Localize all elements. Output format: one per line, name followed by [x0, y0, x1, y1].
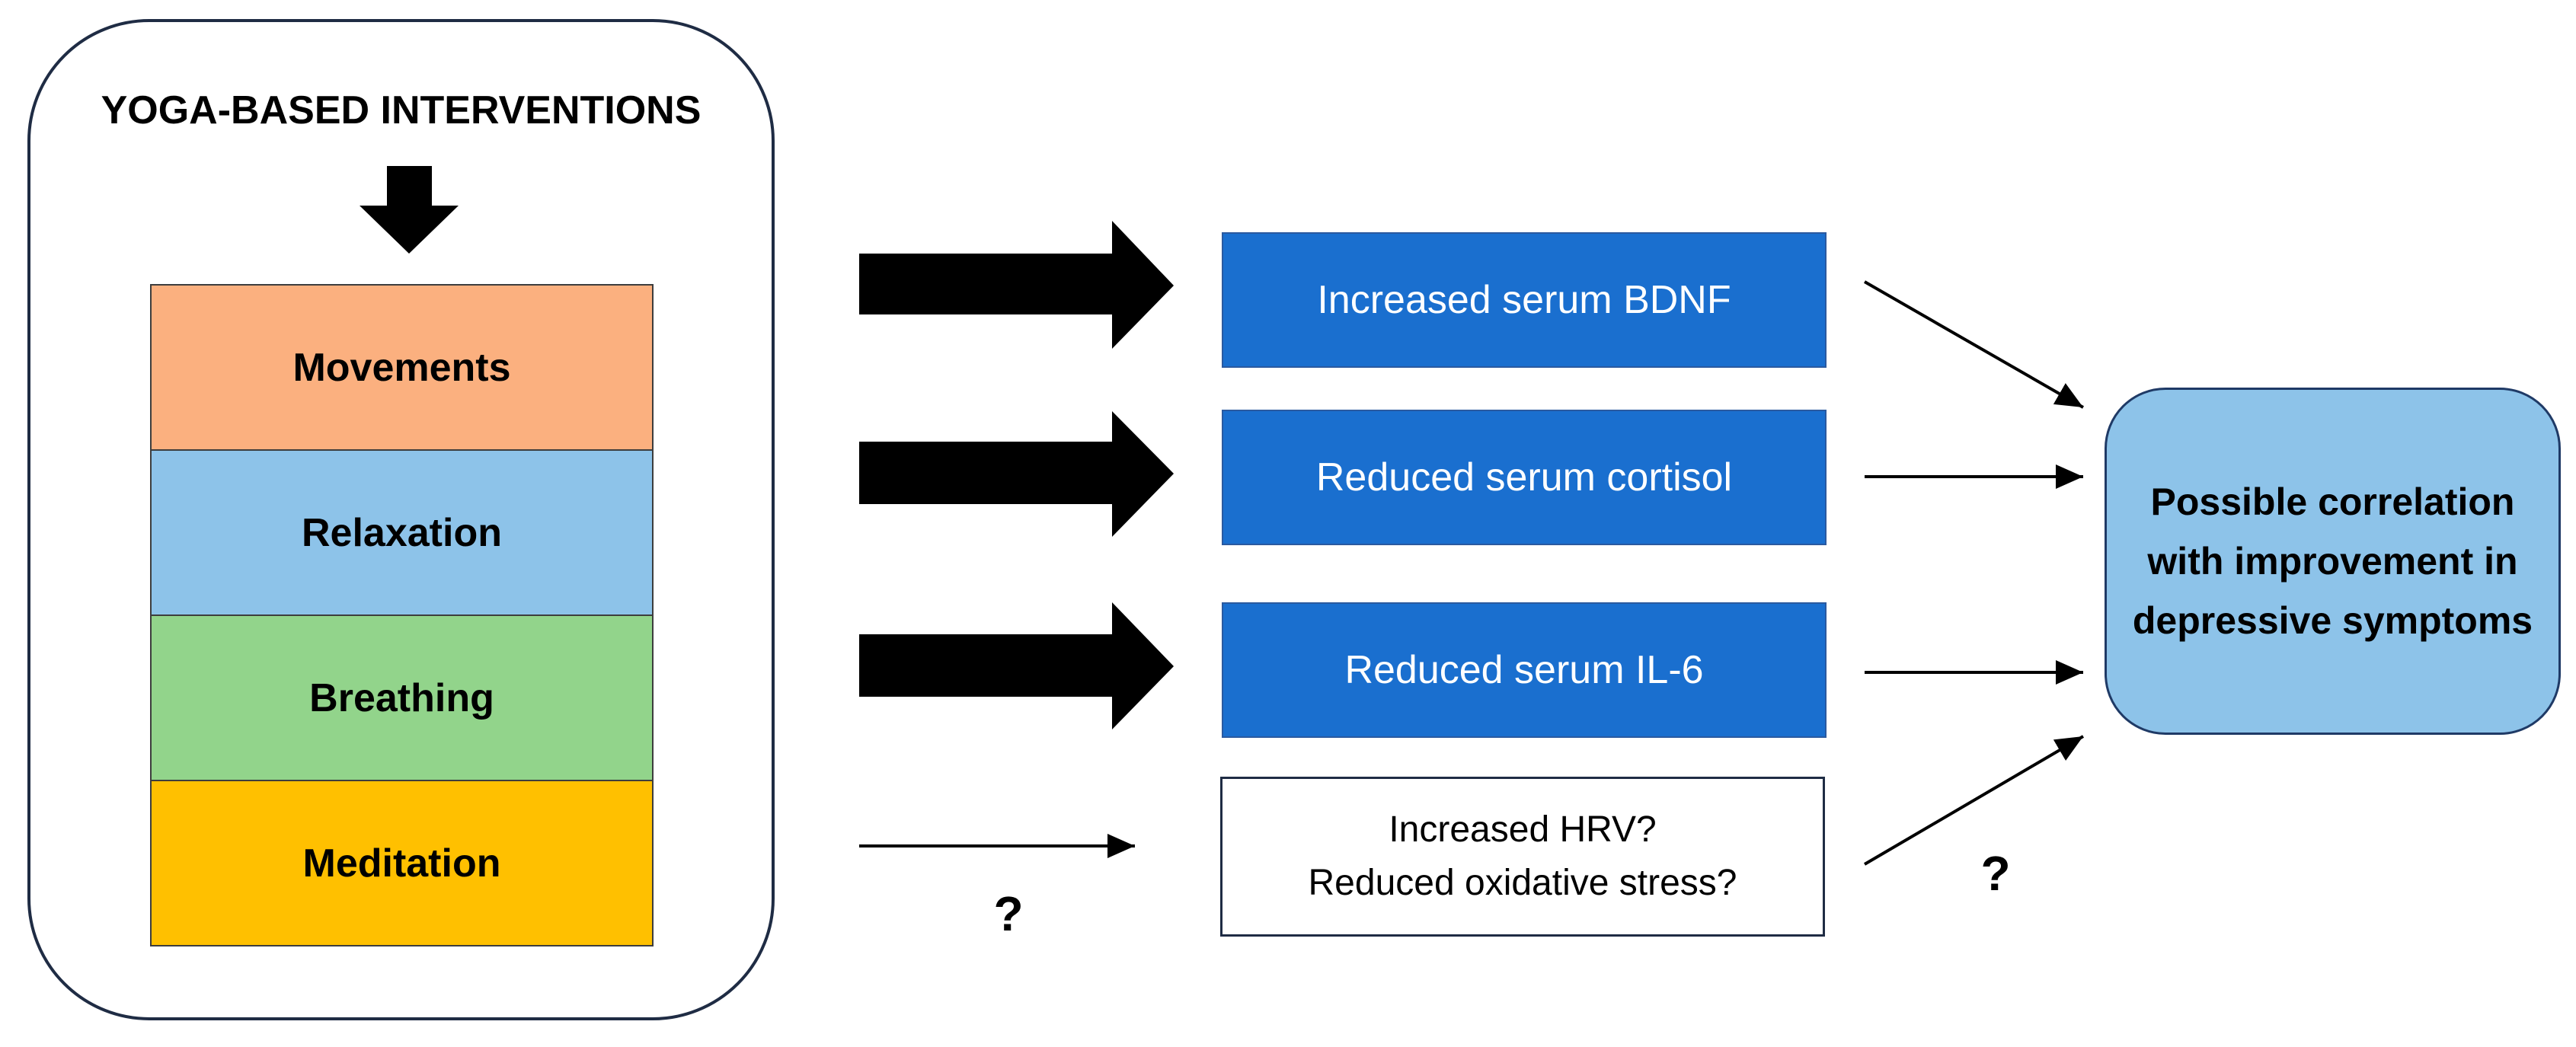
component-meditation: Meditation — [152, 781, 652, 945]
component-movements: Movements — [152, 286, 652, 451]
arrow-uncertain-to-result — [1863, 735, 2085, 866]
outcome-bdnf: Increased serum BDNF — [1222, 232, 1827, 368]
outcome-il6: Reduced serum IL-6 — [1222, 602, 1827, 738]
uncertain-hrv: Increased HRV? — [1389, 809, 1657, 850]
question-mark-left: ? — [993, 886, 1024, 941]
component-relaxation: Relaxation — [152, 451, 652, 616]
uncertain-oxidative-stress: Reduced oxidative stress? — [1308, 863, 1737, 903]
thick-arrow-bdnf — [859, 221, 1174, 349]
thick-arrow-il6 — [859, 602, 1174, 729]
question-mark-right: ? — [1980, 846, 2011, 901]
thick-arrow-cortisol — [859, 411, 1174, 537]
arrow-bdnf-to-result — [1864, 280, 2084, 409]
outcome-uncertain: Increased HRV? Reduced oxidative stress? — [1220, 777, 1825, 937]
outcome-cortisol: Reduced serum cortisol — [1222, 410, 1827, 545]
component-breathing: Breathing — [152, 616, 652, 781]
interventions-title: YOGA-BASED INTERVENTIONS — [101, 88, 702, 132]
components-stack: Movements Relaxation Breathing Meditatio… — [150, 284, 654, 946]
down-arrow-icon — [360, 166, 459, 254]
result-box: Possible correlation with improvement in… — [2105, 388, 2561, 735]
